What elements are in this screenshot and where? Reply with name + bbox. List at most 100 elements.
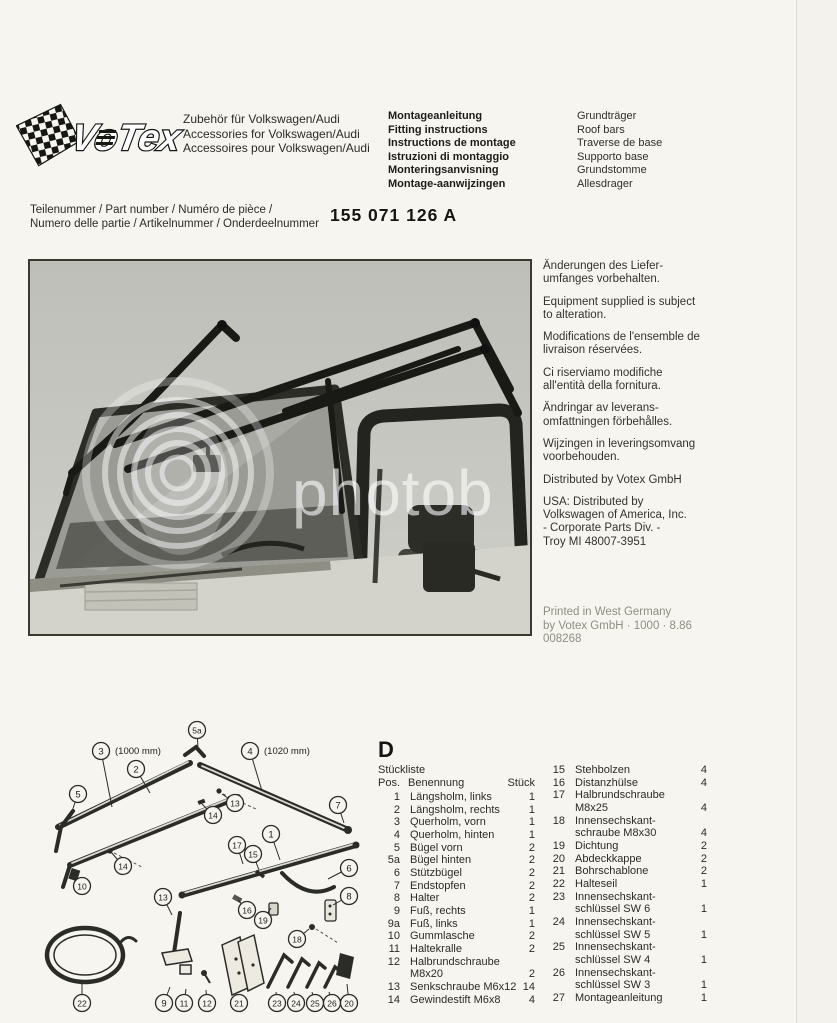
- document-type-line: Monteringsanvisning: [388, 164, 499, 176]
- part-number-value: 155 071 126 A: [330, 205, 458, 225]
- part-qty: 2: [700, 865, 707, 878]
- svg-text:10: 10: [77, 881, 87, 891]
- svg-text:2: 2: [133, 764, 138, 775]
- part-pos: 16: [552, 776, 565, 789]
- svg-text:23: 23: [272, 998, 282, 1008]
- part-qty: 1: [528, 803, 535, 816]
- svg-text:20: 20: [344, 998, 354, 1008]
- part-pos: 24: [552, 915, 565, 928]
- part-qty: 2: [528, 879, 535, 892]
- diagram-callout: 14: [201, 803, 223, 825]
- diagram-callout: 17: [227, 835, 247, 865]
- roll-bar: [353, 403, 530, 592]
- parts-table-header: Pos. Benennung Stück: [378, 777, 535, 789]
- diagram-callout: 8: [332, 886, 359, 906]
- diagram-callout: 7: [328, 795, 348, 824]
- small-hardware: [68, 788, 360, 930]
- end-cap: [336, 953, 354, 979]
- part-pos: 11: [388, 942, 400, 955]
- part-number-label: Teilenummer / Part number / Numéro de pi…: [30, 203, 319, 232]
- part-name: Innensechskant- schraube M8x30: [575, 814, 657, 840]
- part-qty: 1: [528, 791, 535, 803]
- part-qty: 1: [528, 917, 535, 930]
- part-pos: 5: [393, 841, 400, 854]
- door-mirror: [423, 542, 475, 592]
- part-name: Gummlasche: [410, 930, 475, 943]
- notice-paragraph: Ci riserviamo modifiche all'entità della…: [543, 366, 663, 393]
- part-qty: 2: [700, 839, 707, 852]
- document-type-line: Montageanleitung: [388, 110, 483, 122]
- part-qty: 1: [700, 877, 707, 890]
- brand-tagline-line: Accessories for Volkswagen/Audi: [183, 126, 360, 141]
- svg-text:13: 13: [158, 892, 168, 902]
- part-pos: 15: [552, 764, 565, 776]
- parts-list-title: Stückliste: [378, 764, 426, 776]
- product-name-line: Grundstomme: [577, 164, 647, 176]
- part-qty: 2: [700, 852, 707, 865]
- diagram-callout: 21: [229, 993, 249, 1013]
- part-pos: 12: [387, 955, 400, 968]
- notice-paragraph: Modifications de l'ensemble de livraison…: [543, 331, 700, 357]
- diagram-callout: 10: [72, 875, 92, 896]
- part-pos: 21: [552, 865, 565, 878]
- notice-paragraph: Equipment supplied is subject to alterat…: [543, 295, 696, 321]
- part-name: Fuß, links: [410, 917, 458, 930]
- part-qty: 2: [528, 866, 535, 879]
- brand-tagline-line: Accessoires pour Volkswagen/Audi: [183, 141, 370, 156]
- svg-text:7: 7: [335, 800, 340, 811]
- part-pos: 26: [552, 966, 565, 979]
- part-qty: 1: [528, 816, 535, 829]
- parts-section-letter: D: [378, 737, 394, 762]
- part-number-label-line1: Teilenummer / Part number / Numéro de pi…: [30, 204, 273, 216]
- diagram-brackets: [54, 744, 336, 955]
- part-pos: 7: [393, 879, 400, 892]
- diagram-callout: 15: [243, 844, 263, 871]
- diagram-callout: 5a: [187, 720, 207, 750]
- steering-wheel: [220, 540, 305, 558]
- part-qty: 4: [700, 801, 707, 814]
- part-qty: 1: [700, 991, 707, 1004]
- brand-tagline-line: Zubehör für Volkswagen/Audi: [183, 112, 340, 126]
- car-roofbar-photo-illustration: photob: [30, 261, 530, 634]
- part-qty: 2: [528, 942, 535, 955]
- svg-text:22: 22: [77, 998, 87, 1008]
- svg-text:5a: 5a: [192, 725, 202, 735]
- svg-text:12: 12: [202, 998, 212, 1008]
- diagram-callout: 9: [154, 986, 174, 1013]
- page-edge: [797, 0, 837, 1023]
- document-type-line: Montage-aanwijzingen: [388, 177, 506, 190]
- part-qty: 2: [528, 854, 535, 867]
- diagram-callout: 19: [253, 907, 273, 930]
- part-pos: 10: [387, 930, 400, 943]
- imprint-note: Printed in West Germany by Votex GmbH · …: [543, 606, 692, 646]
- part-name: Fuß, rechts: [410, 904, 466, 917]
- part-name: Senkschraube M6x12: [410, 980, 517, 993]
- diagram-callout: 5: [68, 784, 88, 818]
- part-pos: 13: [387, 980, 400, 993]
- svg-text:26: 26: [327, 998, 337, 1008]
- part-name: Halter: [410, 892, 440, 905]
- part-name: Halbrundschraube M8x25: [575, 789, 665, 814]
- diagram-callout: 13: [221, 793, 245, 813]
- header-name: Benennung: [408, 777, 465, 789]
- diagram-callout: 22: [72, 984, 92, 1013]
- svg-text:24: 24: [291, 998, 301, 1008]
- diagram-callout: 4: [240, 741, 263, 792]
- part-pos: 23: [552, 890, 565, 903]
- wiper: [59, 567, 243, 588]
